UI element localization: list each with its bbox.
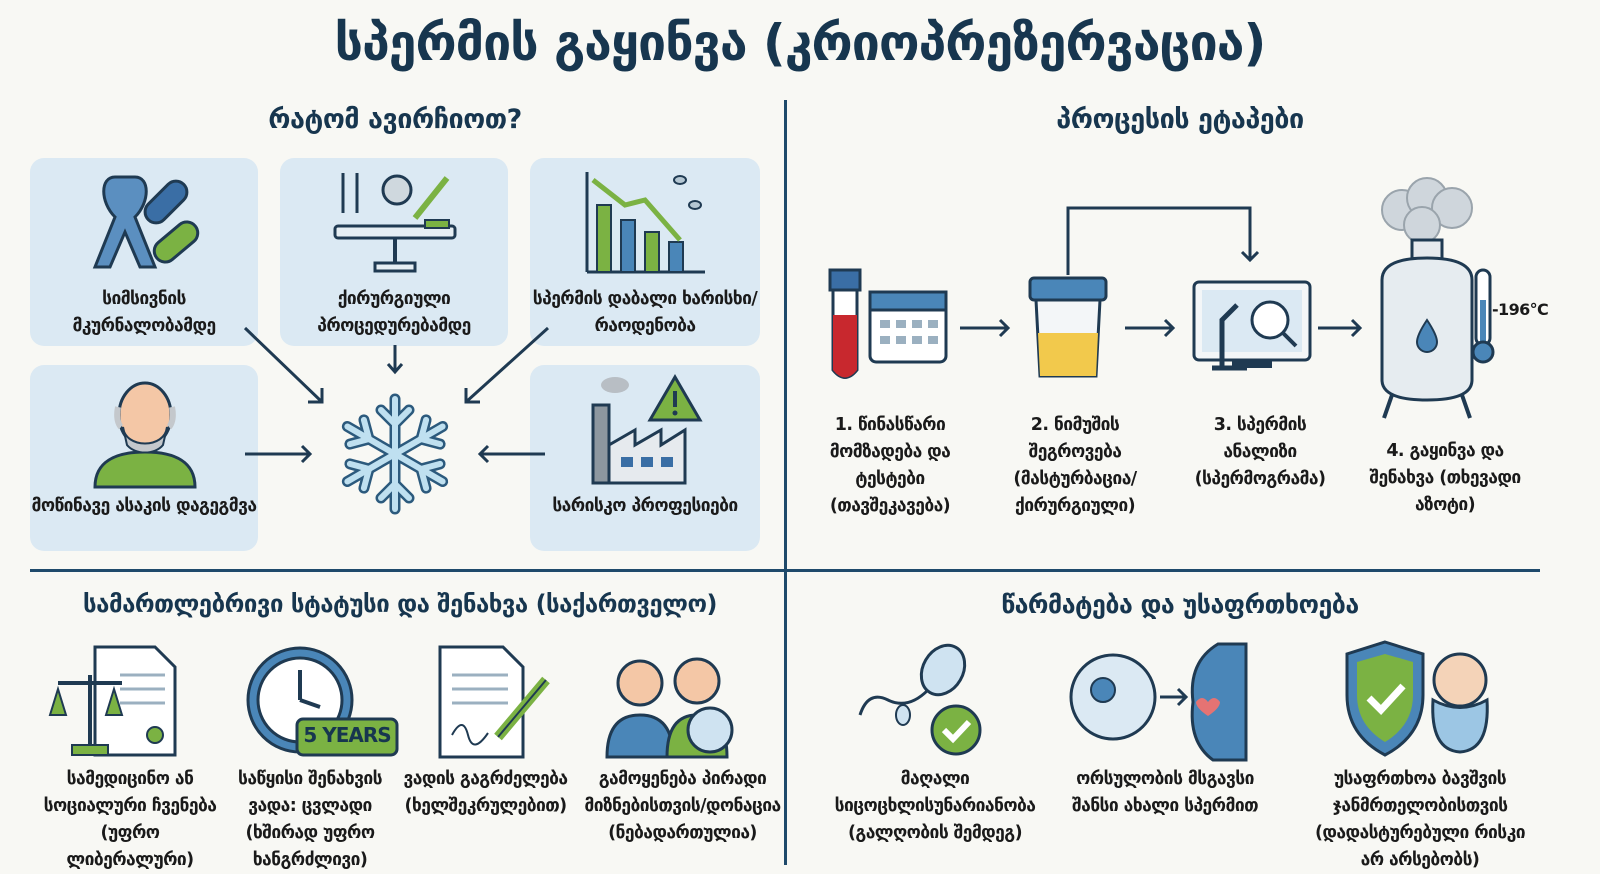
blood-tube-calendar-icon [828,268,948,379]
clock-icon [246,646,399,757]
reason-cancer: სიმსივნის მკურნალობამდე [30,158,258,346]
success-item-label: უსაფრთხოა ბავშვის ჯანმრთელობისთვის (დადა… [1314,769,1526,870]
sperm-check-icon [858,643,982,756]
reason-surgery: ქირურგიული პროცედურებამდე [280,158,508,346]
arrows-to-snowflake [243,326,550,464]
shield-baby-icon [1345,640,1489,757]
scales-document-icon [48,645,177,757]
reason-label: მოწინავე ასაკის დაგეგმვა [31,496,257,516]
legal-heading: სამართლებრივი სტატუსი და შენახვა (საქართ… [83,590,717,618]
step-4-label: 4. გაყინვა და შენახვა (თხევადი აზოტი) [1369,441,1521,515]
arrow [464,326,550,404]
success-item-label: მაღალი სიცოცხლისუნარიანობა (გალღობის შემ… [834,769,1036,843]
cancer-ribbon-pills-icon [92,175,200,269]
temperature-label: -196°C [1492,300,1549,319]
page-title: სპერმის გაყინვა (კრიოპრეზერვაცია) [334,14,1267,72]
why-heading: რატომ ავირჩიოთ? [268,104,522,135]
surgery-tools-icon [333,173,457,273]
factory-warning-icon [591,374,703,485]
success-item-label: ორსულობის მსგავსი შანსი ახალი სპერმით [1072,769,1259,816]
success-heading: წარმატება და უსაფრთხოება [1001,590,1359,619]
arrow [243,326,324,404]
contract-pen-icon [438,645,550,759]
reason-label: სპერმის დაბალი ხარისხი/რაოდენობა [532,289,758,336]
horizontal-divider [30,569,1540,572]
legal-item-label: სამედიცინო ან სოციალური ჩვენება (უფრო ლი… [43,769,217,870]
elderly-man-icon [93,381,197,489]
step-3-label: 3. სპერმის ანალიზი (სპერმოგრამა) [1194,415,1326,489]
sample-cup-icon [1028,276,1108,378]
process-arrows [960,206,1363,338]
legal-item-label: საწყისი შენახვის ვადა: ცვლადი (ხშირად უფ… [238,769,383,870]
declining-chart-sperm-icon [585,172,705,274]
snowflake-icon [335,393,455,516]
microscope-monitor-icon [1192,280,1312,371]
legal-item-label: ვადის გაგრძელება (ხელშეკრულებით) [403,769,568,816]
legal-item-label: გამოყენება პირადი მიზნებისთვის/დონაცია (… [584,769,781,843]
family-icon [605,657,734,759]
cryo-tank-icon [1380,177,1495,419]
reason-label: ქირურგიული პროცედურებამდე [317,289,471,336]
egg-pregnancy-icon [1069,642,1248,762]
process-heading: პროცესის ეტაპები [1056,104,1304,135]
reason-risky-professions: სარისკო პროფესიები [530,365,760,551]
step-1-label: 1. წინასწარი მომზადება და ტესტები (თავშე… [829,415,951,516]
clock-badge: 5 YEARS [303,723,391,747]
step-2-label: 2. ნიმუშის შეგროვება (მასტურბაცია/ ქირურ… [1013,415,1137,516]
reason-advanced-age: მოწინავე ასაკის დაგეგმვა [30,365,258,551]
reason-label: სარისკო პროფესიები [552,496,738,516]
vertical-divider [784,100,787,865]
reason-low-quality: სპერმის დაბალი ხარისხი/რაოდენობა [530,158,760,346]
reason-label: სიმსივნის მკურნალობამდე [72,289,216,336]
